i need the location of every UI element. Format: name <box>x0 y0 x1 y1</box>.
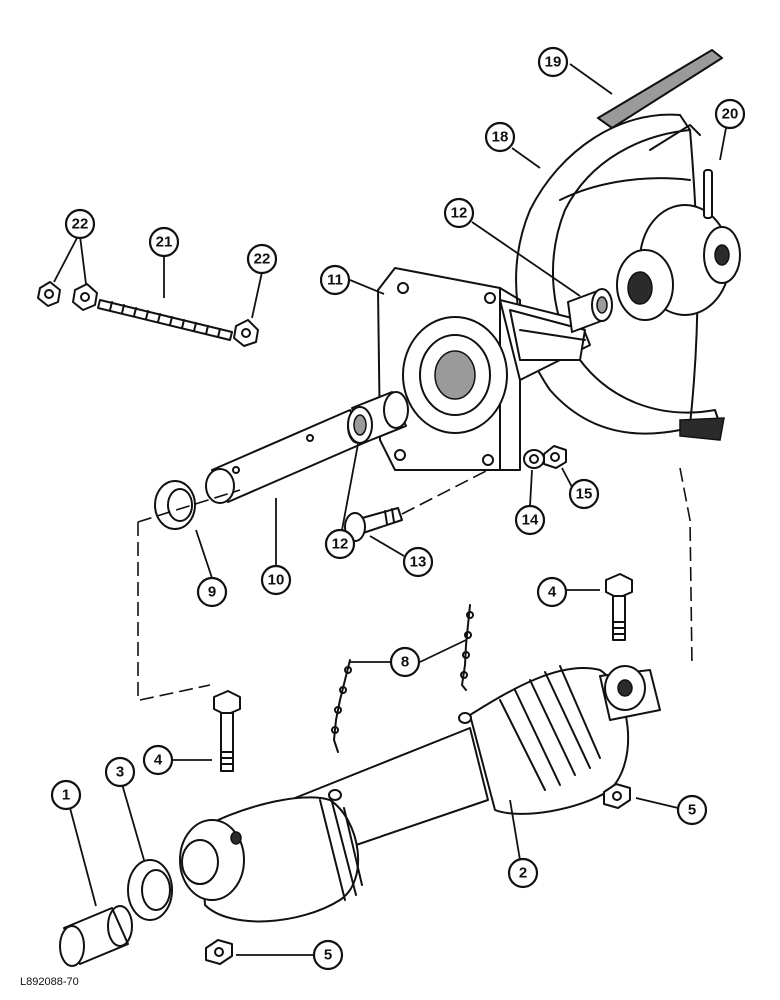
svg-text:3: 3 <box>116 764 124 781</box>
callout-5-right: 5 <box>676 794 708 826</box>
part-11-housing <box>377 267 591 471</box>
part-18-hub <box>616 204 741 321</box>
svg-text:12: 12 <box>451 205 468 222</box>
part-1-pin <box>59 905 133 967</box>
part-8-chain-left <box>331 659 352 753</box>
callout-2: 2 <box>507 857 539 889</box>
callout-18: 18 <box>484 121 516 153</box>
part-12-bushing-lower <box>347 391 409 444</box>
svg-text:22: 22 <box>72 216 89 233</box>
part-22-nut-right <box>233 319 259 347</box>
part-20-pin <box>703 169 713 219</box>
part-19-blade <box>596 49 724 129</box>
svg-text:20: 20 <box>722 106 739 123</box>
svg-text:4: 4 <box>548 584 557 601</box>
part-22-nut-left-a <box>37 281 61 307</box>
svg-text:4: 4 <box>154 752 163 769</box>
callout-14: 14 <box>514 504 546 536</box>
part-5-nut-bottom <box>205 939 233 965</box>
part-4-bolt-right <box>605 573 633 641</box>
part-21-threaded-rod <box>97 299 233 341</box>
svg-text:2: 2 <box>519 865 527 882</box>
leader-lines <box>53 63 727 956</box>
callout-19: 19 <box>537 46 569 78</box>
callout-22-left: 22 <box>64 208 96 240</box>
svg-text:14: 14 <box>522 512 539 529</box>
svg-text:11: 11 <box>327 272 343 289</box>
svg-text:5: 5 <box>324 947 332 964</box>
callout-1: 1 <box>50 779 82 811</box>
part-15-nut <box>543 445 567 469</box>
callout-22-right: 22 <box>246 243 278 275</box>
callout-11: 11 <box>319 264 351 296</box>
svg-text:9: 9 <box>208 584 216 601</box>
callout-12-lower: 12 <box>324 528 356 560</box>
callout-5-bottom: 5 <box>312 939 344 971</box>
part-12-bushing-upper <box>567 288 613 333</box>
svg-text:8: 8 <box>401 654 409 671</box>
callout-15: 15 <box>568 478 600 510</box>
part-13-bolt <box>344 469 489 542</box>
svg-text:13: 13 <box>410 554 427 571</box>
svg-text:21: 21 <box>156 234 173 251</box>
svg-text:22: 22 <box>254 251 271 268</box>
svg-text:18: 18 <box>492 129 509 146</box>
part-10-shaft <box>205 408 369 504</box>
callout-9: 9 <box>196 576 228 608</box>
part-9-washer <box>154 480 196 530</box>
callout-13: 13 <box>402 546 434 578</box>
part-14-lock-washer <box>523 449 545 469</box>
callout-4-left: 4 <box>142 744 174 776</box>
reference-code: L892088-70 <box>20 976 79 988</box>
callout-12-upper: 12 <box>443 197 475 229</box>
callout-4-right: 4 <box>536 576 568 608</box>
callout-8: 8 <box>389 646 421 678</box>
part-2-drive-shaft <box>179 665 661 923</box>
part-5-nut-right <box>603 783 631 809</box>
svg-text:10: 10 <box>268 572 285 589</box>
svg-text:12: 12 <box>332 536 349 553</box>
callout-21: 21 <box>148 226 180 258</box>
callout-3: 3 <box>104 756 136 788</box>
callout-20: 20 <box>714 98 746 130</box>
svg-text:19: 19 <box>545 54 562 71</box>
svg-text:5: 5 <box>688 802 696 819</box>
assembly-group-boundary <box>137 467 693 701</box>
part-22-nut-left-b <box>72 283 98 311</box>
svg-text:15: 15 <box>576 486 593 503</box>
callout-10: 10 <box>260 564 292 596</box>
svg-text:1: 1 <box>62 787 70 804</box>
part-8-chain-right <box>460 604 474 691</box>
part-4-bolt-left <box>213 690 241 772</box>
part-3-washer <box>127 859 173 921</box>
